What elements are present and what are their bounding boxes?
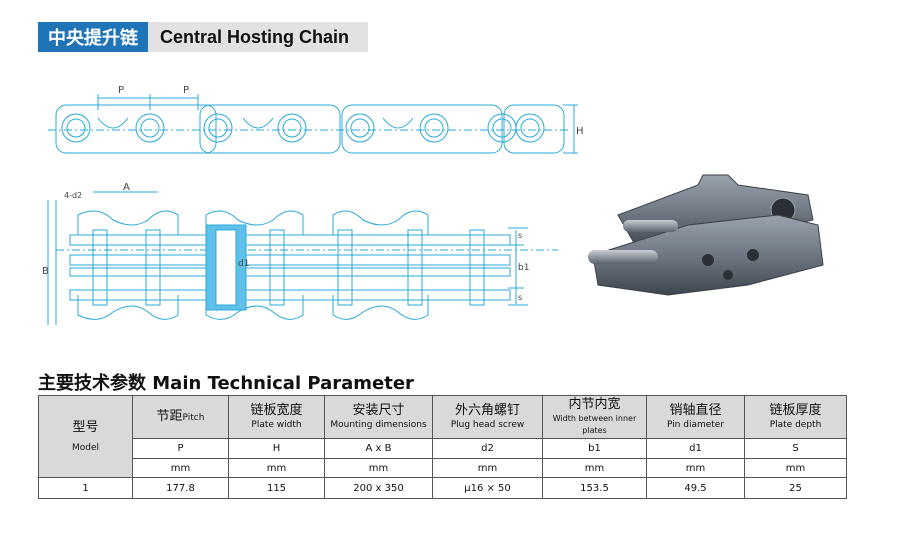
chain-photo [588, 174, 824, 296]
value-plate-width: 115 [228, 477, 325, 499]
section-title: 主要技术参数 Main Technical Parameter [38, 373, 414, 394]
symbol-cell: H [228, 438, 325, 459]
table-unit-row: mm mm mm mm mm mm mm [39, 458, 847, 478]
unit-cell: mm [432, 458, 543, 478]
label-p1: P [118, 85, 124, 96]
title-chinese: 中央提升链 [38, 22, 148, 52]
label-s-top: s [518, 231, 522, 240]
value-screw: μ16 × 50 [432, 477, 543, 499]
unit-cell: mm [324, 458, 433, 478]
title-english: Central Hosting Chain [148, 22, 368, 52]
label-s-bottom: s [518, 293, 522, 302]
unit-cell: mm [646, 458, 745, 478]
model-header-en: Model [71, 442, 100, 453]
model-header-cn: 型号 [72, 419, 99, 435]
label-d1: d1 [238, 259, 249, 269]
symbol-cell: d2 [432, 438, 543, 459]
unit-cell: mm [228, 458, 325, 478]
value-plate-depth: 25 [744, 477, 847, 499]
label-d2: 4-d2 [64, 191, 82, 200]
symbol-cell: S [744, 438, 847, 459]
model-value: 1 [38, 477, 133, 499]
label-b: B [42, 266, 49, 277]
label-p2: P [183, 85, 189, 96]
label-b1: b1 [518, 263, 529, 273]
label-a: A [123, 182, 130, 193]
symbol-cell: A x B [324, 438, 433, 459]
unit-cell: mm [542, 458, 647, 478]
unit-cell: mm [744, 458, 847, 478]
symbol-cell: d1 [646, 438, 745, 459]
value-pitch: 177.8 [132, 477, 229, 499]
chain-technical-drawing: P P H A B 4-d2 d1 b1 s s [42, 85, 583, 325]
value-pin-diameter: 49.5 [646, 477, 745, 499]
col-header-pitch: 节距Pitch [132, 395, 229, 439]
value-mounting: 200 x 350 [324, 477, 433, 499]
model-header-cell: 型号 Model [38, 395, 133, 478]
value-inner-width: 153.5 [542, 477, 647, 499]
unit-cell: mm [132, 458, 229, 478]
table-symbol-row: P H A x B d2 b1 d1 S [39, 438, 847, 459]
symbol-cell: b1 [542, 438, 647, 459]
symbol-cell: P [132, 438, 229, 459]
table-row: 1 177.8 115 200 x 350 μ16 × 50 153.5 49.… [38, 477, 847, 499]
title-bar: 中央提升链 Central Hosting Chain [38, 22, 368, 52]
label-h: H [576, 126, 583, 137]
